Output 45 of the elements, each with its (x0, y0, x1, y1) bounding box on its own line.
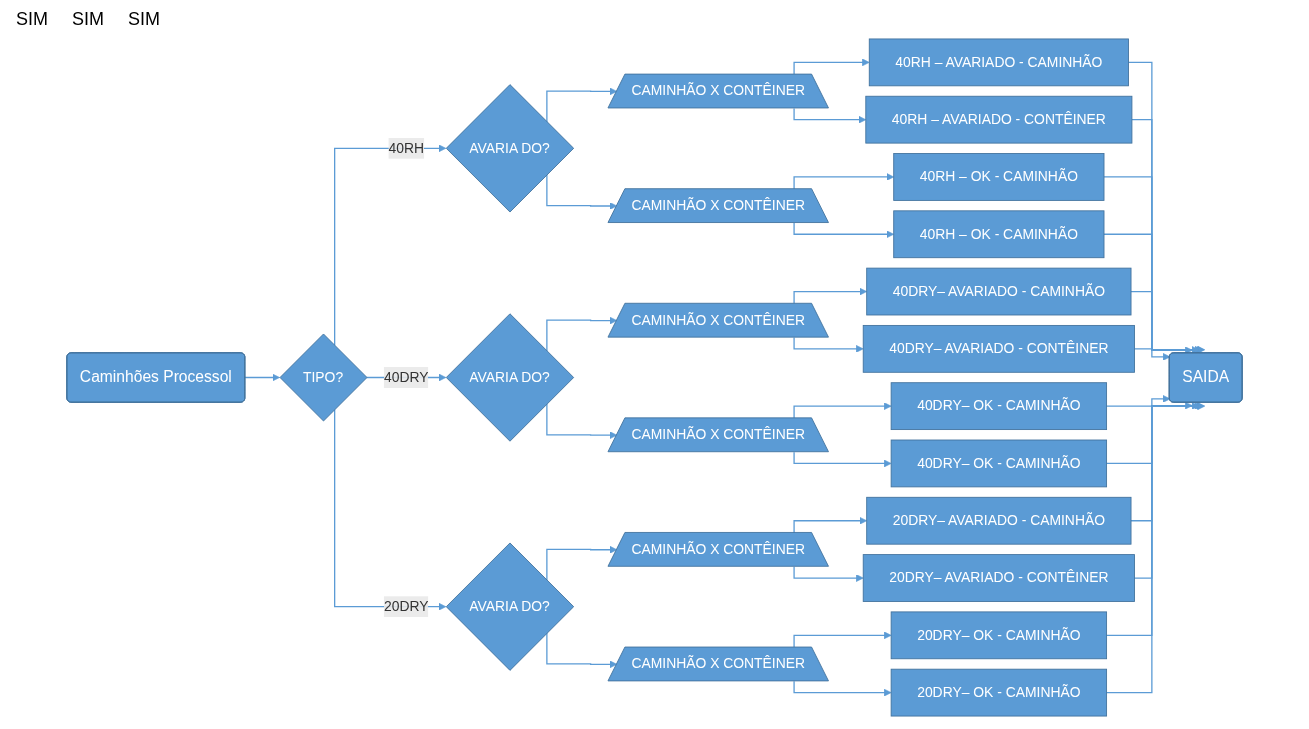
node-box: 40RH – OK - CAMINHÃO (893, 210, 1105, 259)
node-diamond: AVARIA DO? (445, 542, 575, 671)
arrow (546, 403, 618, 439)
edge-label: 40DRY (383, 369, 429, 385)
arrow (793, 222, 895, 239)
arrow (793, 631, 892, 649)
arrow (793, 451, 892, 468)
edge-label: 20DRY (383, 598, 429, 614)
arrow (546, 632, 618, 669)
arrow (546, 545, 618, 581)
arrow (1105, 402, 1206, 694)
arrow (1105, 401, 1193, 465)
arrow (793, 566, 864, 582)
node-box: 40RH – AVARIADO - CAMINHÃO (868, 38, 1129, 87)
node-diamond: TIPO? (279, 333, 368, 422)
node-diamond: AVARIA DO? (445, 84, 575, 213)
arrow (793, 287, 868, 305)
arrow (244, 373, 280, 382)
arrow (1133, 348, 1171, 361)
arrow (1105, 395, 1171, 407)
edge-label: 40RH (388, 140, 424, 156)
node-box: 20DRY– AVARIADO - CONTÊINER (862, 554, 1135, 602)
arrow (334, 144, 447, 347)
node-box: 40DRY– OK - CAMINHÃO (890, 382, 1108, 431)
branch-note: SIM (16, 8, 48, 30)
branch-note: SIM (72, 8, 105, 30)
node-diamond: AVARIA DO? (445, 313, 575, 442)
arrow (793, 173, 895, 190)
arrow (546, 174, 618, 210)
node-box: 20DRY– AVARIADO - CAMINHÃO (866, 496, 1132, 545)
node-box: 40DRY– AVARIADO - CAMINHÃO (866, 267, 1132, 316)
arrow (793, 680, 892, 697)
branch-note: SIM (128, 8, 161, 30)
node-box: 20DRY– OK - CAMINHÃO (890, 611, 1108, 660)
arrow (793, 402, 892, 419)
arrow (793, 516, 868, 534)
node-box: 40RH – OK - CAMINHÃO (893, 153, 1105, 201)
arrow (793, 58, 870, 76)
node-box: 40DRY– OK - CAMINHÃO (890, 439, 1108, 488)
node-box: 40DRY– AVARIADO - CONTÊINER (862, 324, 1135, 373)
node-box: 20DRY– OK - CAMINHÃO (890, 668, 1108, 717)
arrow (546, 316, 618, 352)
arrow (793, 107, 867, 124)
node-box: 40RH – AVARIADO - CONTÊINER (865, 95, 1133, 144)
arrow (793, 336, 864, 353)
